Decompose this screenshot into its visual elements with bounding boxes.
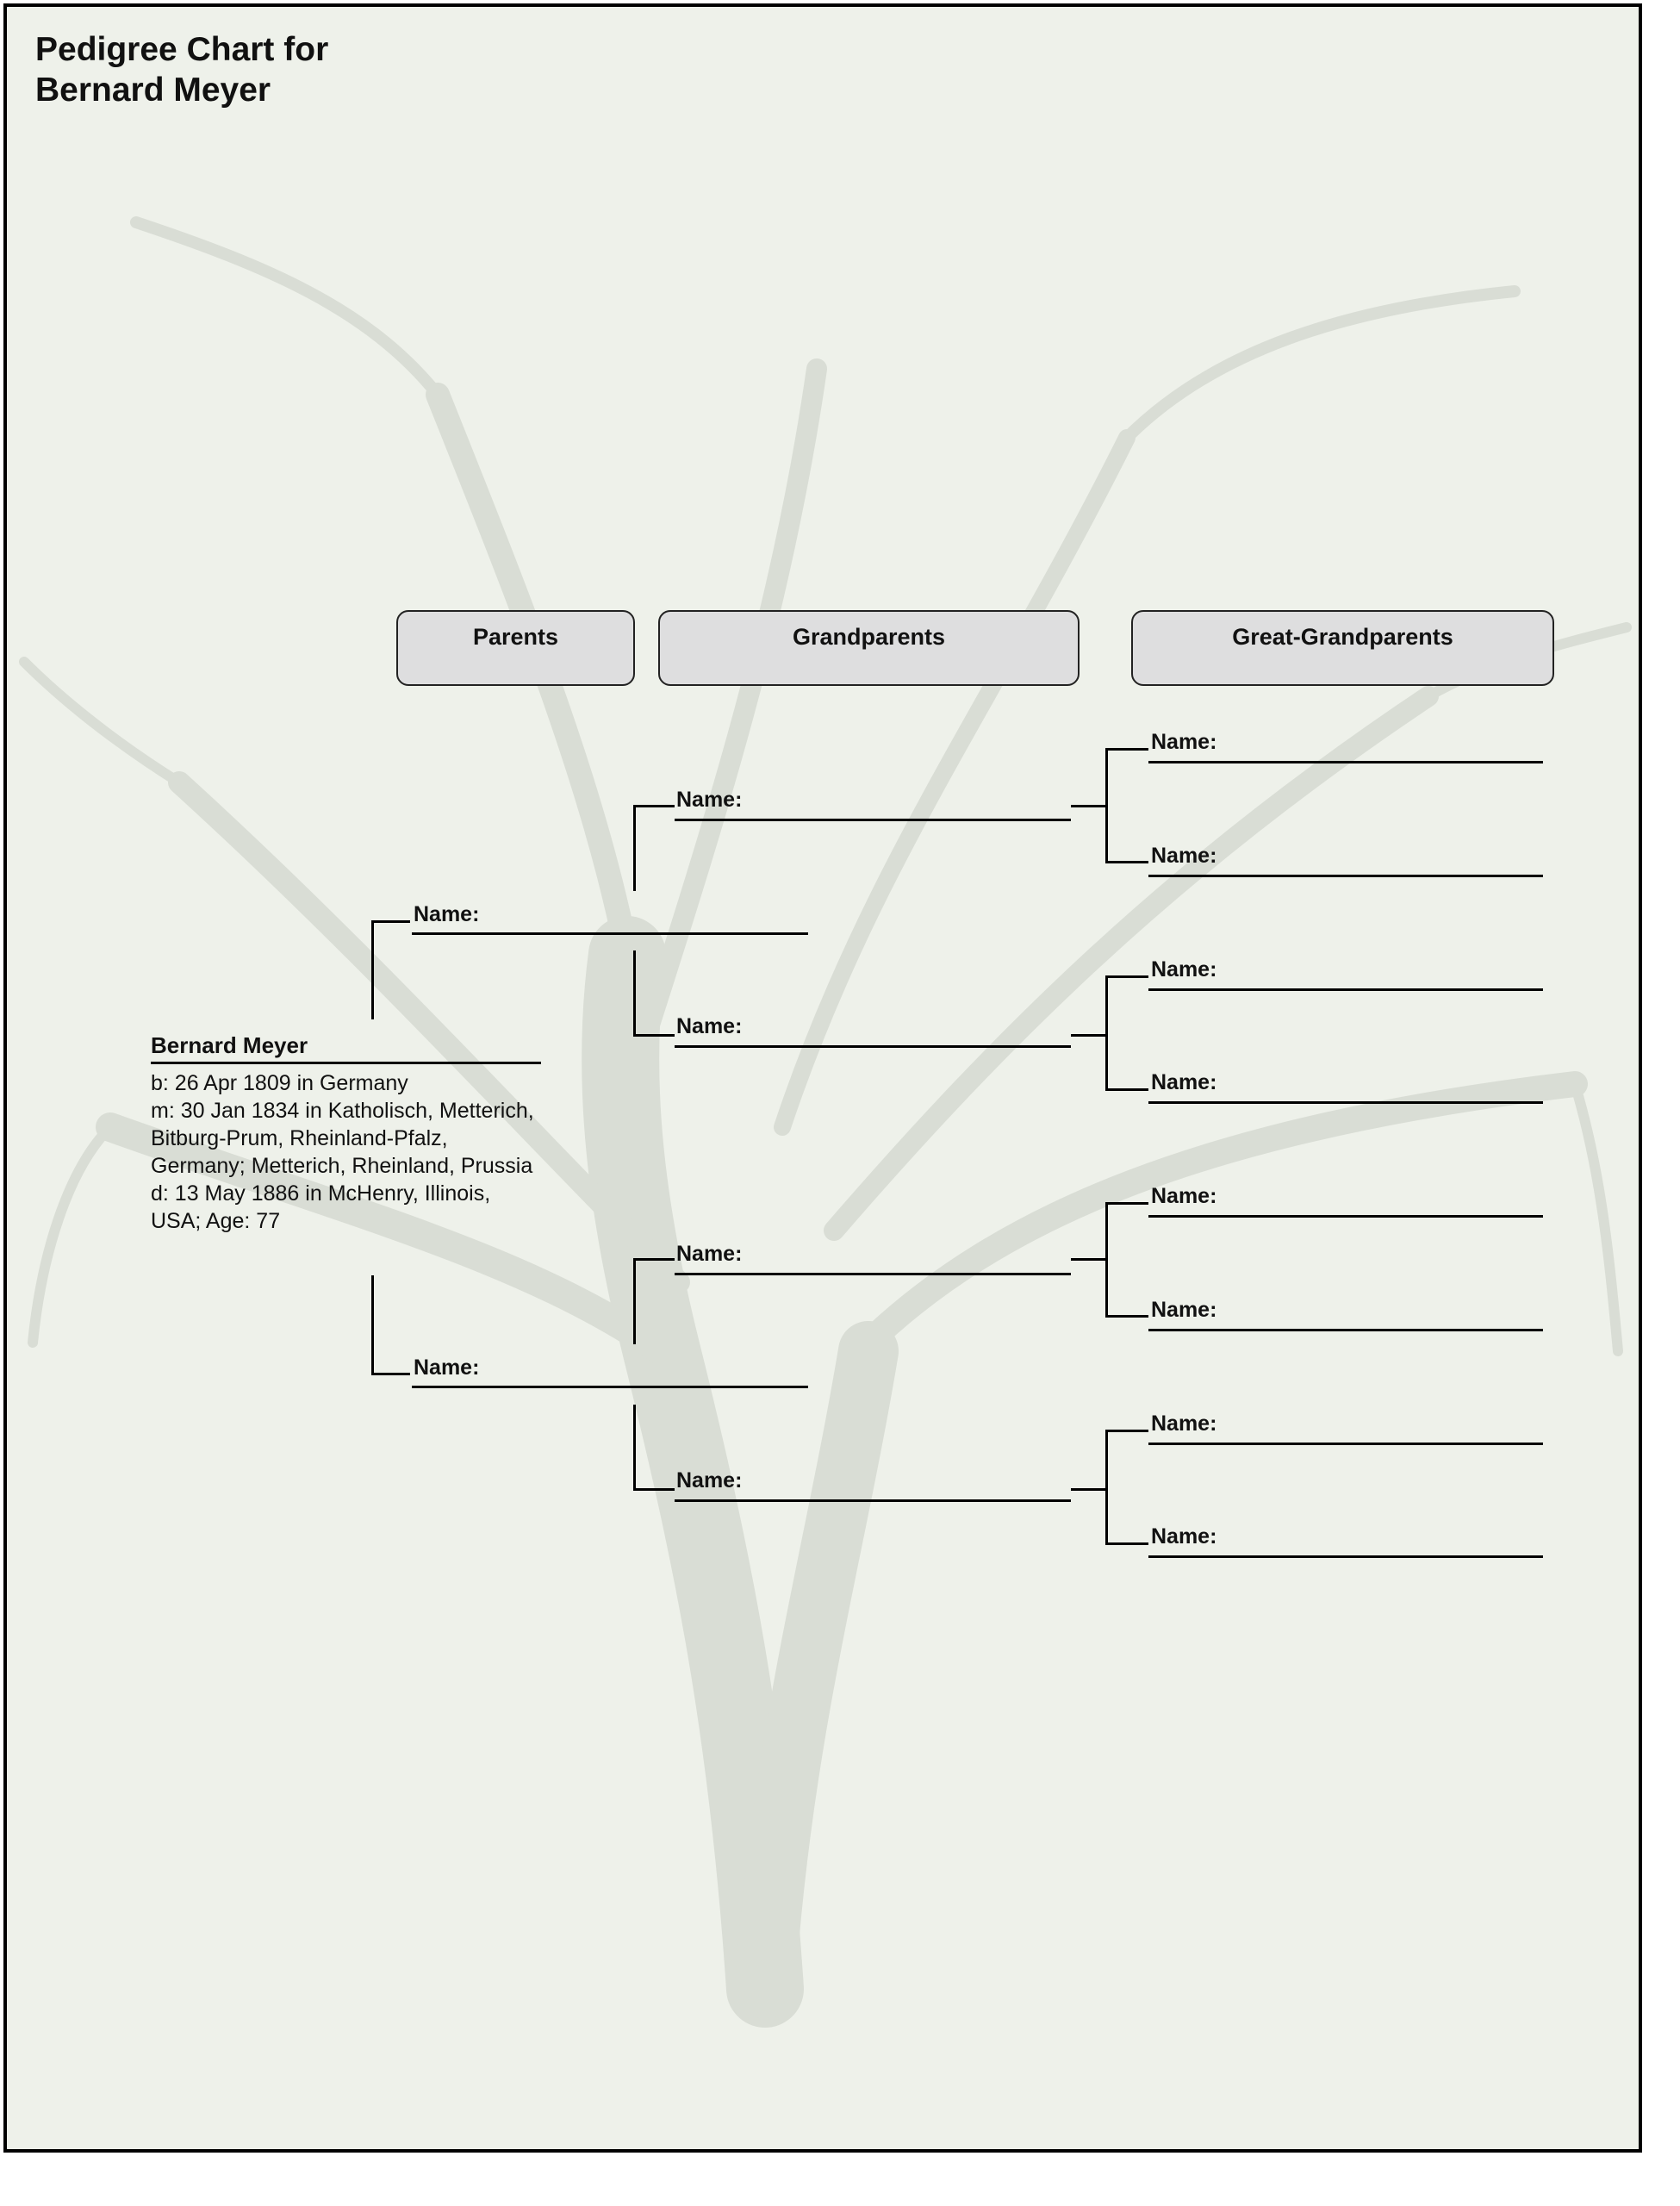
grandparent-2-label: Name: xyxy=(676,1014,743,1038)
great-grandparent-7-label: Name: xyxy=(1151,1411,1217,1436)
great-grandparents-header: Great-Grandparents xyxy=(1131,610,1554,686)
connector-root-up xyxy=(371,920,374,1019)
great-grandparent-2-line xyxy=(1148,875,1543,877)
great-grandparent-4-line xyxy=(1148,1101,1543,1104)
grandparent-3-line xyxy=(675,1273,1071,1275)
connector-root-down xyxy=(371,1275,374,1374)
grandparent-1-label: Name: xyxy=(676,788,743,812)
grandparent-3-label: Name: xyxy=(676,1242,743,1266)
connector-root-father xyxy=(371,920,410,923)
connector-gp2-ggp4 xyxy=(1105,1088,1148,1091)
great-grandparent-2-label: Name: xyxy=(1151,844,1217,868)
great-grandparent-1-label: Name: xyxy=(1151,730,1217,754)
grandparent-4-label: Name: xyxy=(676,1468,743,1492)
parent-2-line xyxy=(412,1386,808,1388)
connector-gp1-stub xyxy=(1071,805,1107,807)
grandparent-4-line xyxy=(675,1499,1071,1502)
connector-gp3-ggp5 xyxy=(1105,1202,1148,1205)
great-grandparent-5-label: Name: xyxy=(1151,1184,1217,1208)
connector-gp1-ggp1 xyxy=(1105,748,1148,751)
connector-p1-down xyxy=(633,950,636,1037)
great-grandparent-7-line xyxy=(1148,1443,1543,1445)
connector-p2-gp3 xyxy=(633,1258,675,1261)
root-birth: b: 26 Apr 1809 in Germany xyxy=(151,1071,408,1095)
connector-gp1-ggp2 xyxy=(1105,861,1148,863)
grandparent-1-line xyxy=(675,819,1071,821)
page-title: Pedigree Chart for Bernard Meyer xyxy=(35,29,328,110)
grandparents-header: Grandparents xyxy=(658,610,1080,686)
connector-gp3-stub xyxy=(1071,1258,1107,1261)
parent-1-line xyxy=(412,932,808,935)
connector-gp2-ggp3 xyxy=(1105,975,1148,978)
root-death: d: 13 May 1886 in McHenry, Illinois, USA… xyxy=(151,1181,491,1233)
great-grandparent-8-label: Name: xyxy=(1151,1524,1217,1549)
great-grandparent-1-line xyxy=(1148,761,1543,763)
root-marriage: m: 30 Jan 1834 in Katholisch, Metterich,… xyxy=(151,1099,534,1178)
connector-root-mother xyxy=(371,1373,410,1375)
root-person-name: Bernard Meyer xyxy=(151,1032,308,1058)
connector-p1-up xyxy=(633,805,636,891)
connector-gp3-vertical xyxy=(1105,1202,1108,1317)
great-grandparent-6-line xyxy=(1148,1329,1543,1331)
connector-gp4-ggp8 xyxy=(1105,1542,1148,1545)
title-line-1: Pedigree Chart for xyxy=(35,31,329,68)
great-grandparent-8-line xyxy=(1148,1555,1543,1558)
connector-p1-gp1 xyxy=(633,805,675,807)
pedigree-chart-page: Pedigree Chart for Bernard Meyer Parents… xyxy=(3,3,1642,2153)
great-grandparent-6-label: Name: xyxy=(1151,1298,1217,1322)
parents-header: Parents xyxy=(396,610,635,686)
connector-p1-gp2 xyxy=(633,1034,675,1037)
grandparent-2-line xyxy=(675,1045,1071,1048)
parent-2-label: Name: xyxy=(414,1355,480,1380)
great-grandparent-3-line xyxy=(1148,988,1543,991)
connector-gp2-vertical xyxy=(1105,975,1108,1090)
great-grandparent-5-line xyxy=(1148,1215,1543,1218)
connector-gp4-stub xyxy=(1071,1488,1107,1491)
connector-gp2-stub xyxy=(1071,1034,1107,1037)
connector-p2-up xyxy=(633,1258,636,1344)
connector-p2-gp4 xyxy=(633,1488,675,1491)
great-grandparent-3-label: Name: xyxy=(1151,957,1217,981)
title-line-2: Bernard Meyer xyxy=(35,72,271,109)
connector-p2-down xyxy=(633,1405,636,1491)
great-grandparent-4-label: Name: xyxy=(1151,1070,1217,1094)
parent-1-label: Name: xyxy=(414,902,480,926)
root-person-details: b: 26 Apr 1809 in Germany m: 30 Jan 1834… xyxy=(151,1069,543,1235)
connector-gp1-vertical xyxy=(1105,748,1108,863)
connector-gp4-vertical xyxy=(1105,1430,1108,1544)
root-underline xyxy=(151,1062,541,1064)
connector-gp3-ggp6 xyxy=(1105,1315,1148,1318)
connector-gp4-ggp7 xyxy=(1105,1430,1148,1432)
